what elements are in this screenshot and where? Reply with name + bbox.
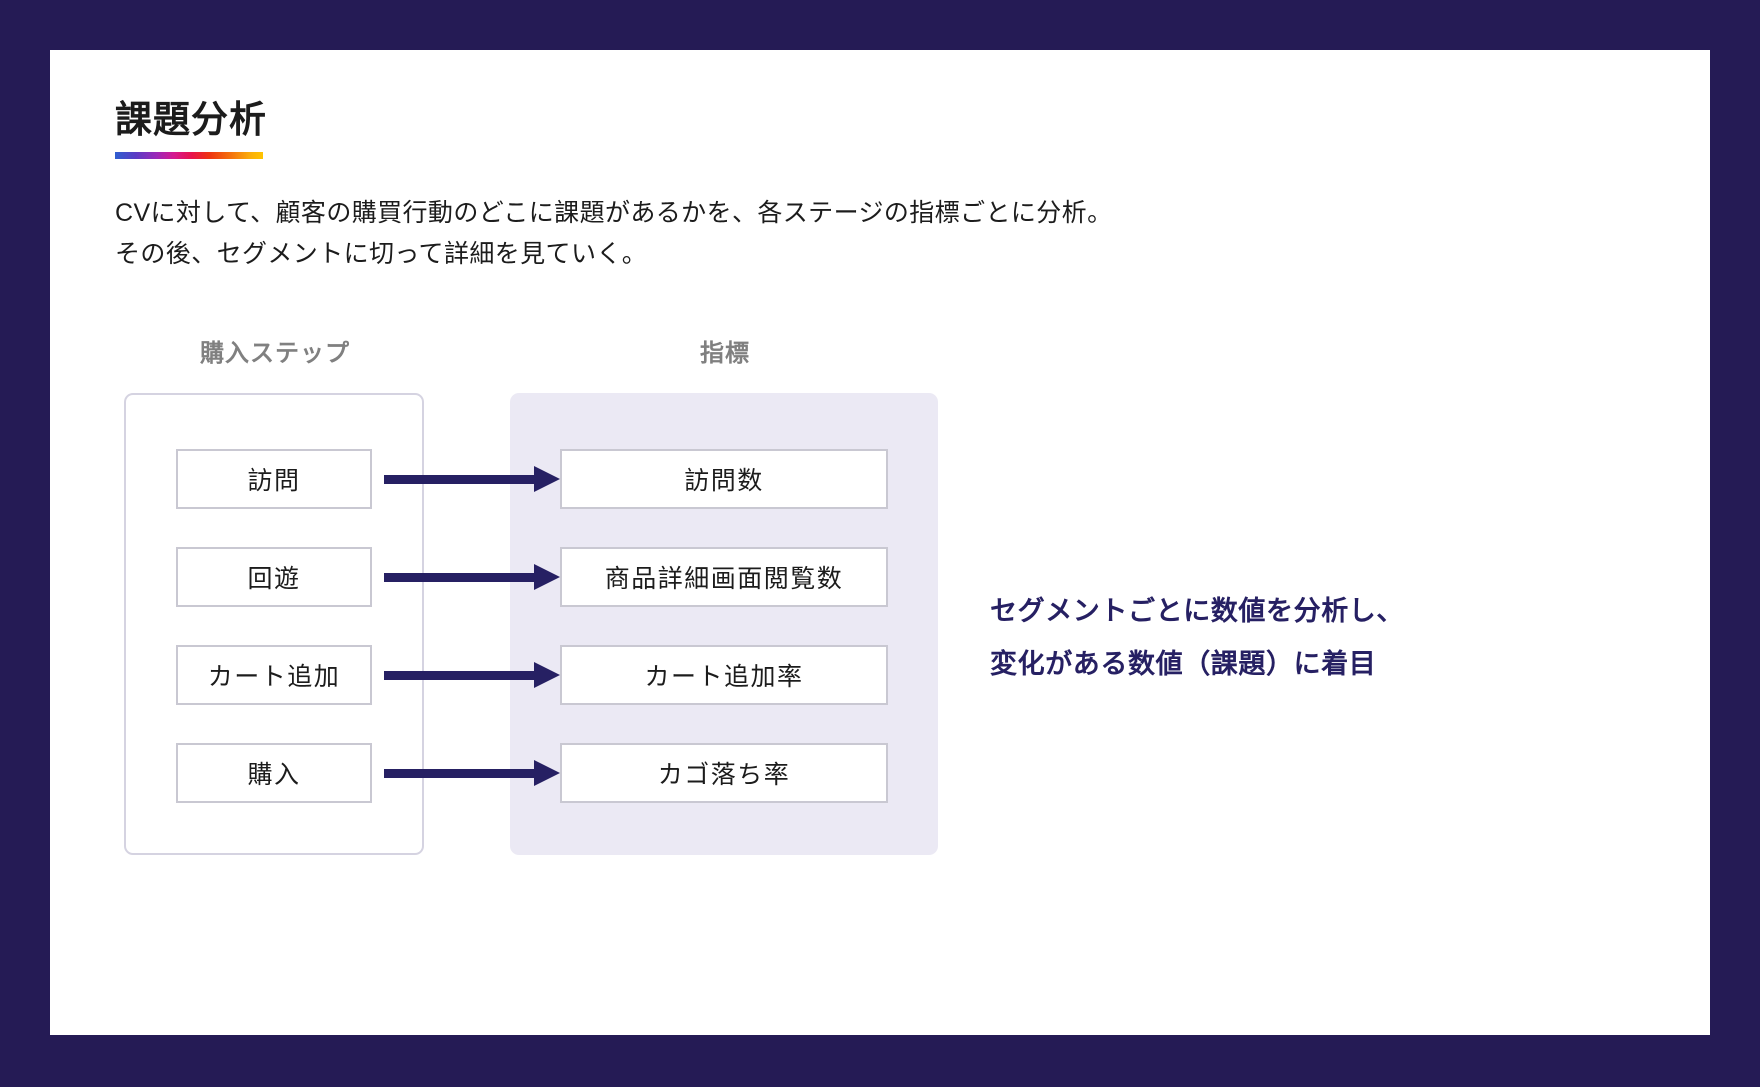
arrow-shaft	[384, 475, 536, 484]
funnel-diagram: 購入ステップ 指標 訪問 回遊 カート追加 購入 訪問数 商品詳細画面閲覧数 カ…	[50, 50, 1710, 1035]
arrow-head	[534, 662, 560, 688]
lead-paragraph: CVに対して、顧客の購買行動のどこに課題があるかを、各ステージの指標ごとに分析。…	[115, 193, 1112, 274]
slide-card: 課題分析 CVに対して、顧客の購買行動のどこに課題があるかを、各ステージの指標ご…	[50, 50, 1710, 1035]
arrow-head	[534, 466, 560, 492]
lead-line-1: CVに対して、顧客の購買行動のどこに課題があるかを、各ステージの指標ごとに分析。	[115, 199, 1113, 227]
metric-box-add-to-cart-rate[interactable]: カート追加率	[560, 645, 888, 705]
title-block: 課題分析	[115, 99, 267, 159]
arrow-head	[534, 760, 560, 786]
arrow-right-icon	[384, 466, 564, 492]
column-header-purchase-steps: 購入ステップ	[200, 340, 350, 367]
metric-box-visits[interactable]: 訪問数	[560, 449, 888, 509]
arrow-right-icon	[384, 564, 564, 590]
arrow-shaft	[384, 573, 536, 582]
column-header-metrics: 指標	[700, 340, 750, 367]
metric-box-product-detail-views[interactable]: 商品詳細画面閲覧数	[560, 547, 888, 607]
page-title: 課題分析	[115, 99, 267, 140]
step-box-visit[interactable]: 訪問	[176, 449, 372, 509]
lead-line-2: その後、セグメントに切って詳細を見ていく。	[115, 239, 648, 268]
step-box-browse[interactable]: 回遊	[176, 547, 372, 607]
arrow-head	[534, 564, 560, 590]
arrow-shaft	[384, 671, 536, 680]
annotation-line-2: 変化がある数値（課題）に着目	[990, 648, 1377, 679]
step-box-purchase[interactable]: 購入	[176, 743, 372, 803]
step-box-add-to-cart[interactable]: カート追加	[176, 645, 372, 705]
metric-box-cart-abandonment-rate[interactable]: カゴ落ち率	[560, 743, 888, 803]
arrow-shaft	[384, 769, 536, 778]
title-underline-gradient	[115, 151, 263, 159]
annotation-note: セグメントごとに数値を分析し、 変化がある数値（課題）に着目	[990, 585, 1404, 690]
arrow-right-icon	[384, 662, 564, 688]
arrow-right-icon	[384, 760, 564, 786]
annotation-line-1: セグメントごとに数値を分析し、	[990, 596, 1404, 626]
